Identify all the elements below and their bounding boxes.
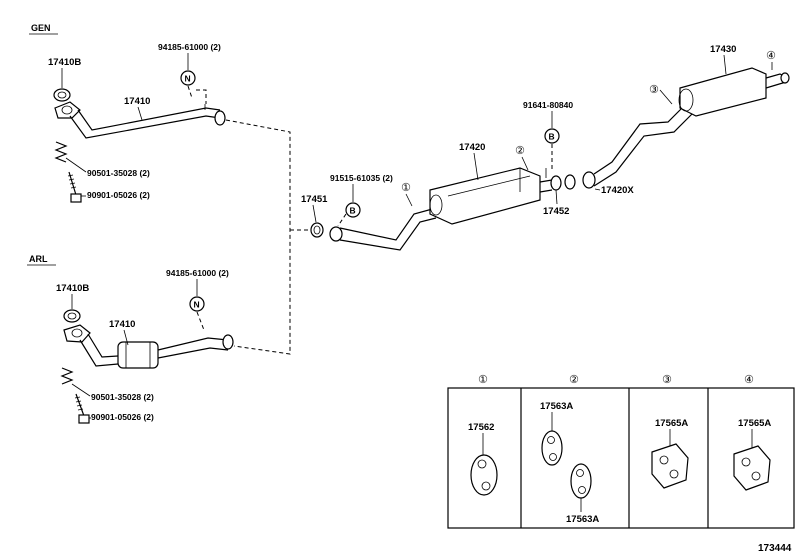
marker-2: ② <box>515 145 525 157</box>
section-label-gen: GEN <box>29 23 58 35</box>
marker-1: ① <box>401 182 411 194</box>
tail-pipe-17420x-icon <box>582 103 695 189</box>
gasket-17410b-gen-icon <box>53 88 71 102</box>
svg-text:N: N <box>185 74 191 84</box>
label-17430: 17430 <box>710 44 736 55</box>
hanger-marker-3: ③ <box>662 374 672 386</box>
label-90501-arl: 90501-35028 (2) <box>91 392 154 402</box>
gasket-17452-icon <box>564 174 576 190</box>
label-17565a-4: 17565A <box>738 418 771 429</box>
label-94185-arl: 94185-61000 (2) <box>166 268 229 278</box>
front-pipe-17410-arl-icon <box>79 333 234 369</box>
hanger-17563a-bottom-icon <box>570 463 592 499</box>
label-90501-gen: 90501-35028 (2) <box>87 168 150 178</box>
gen-front-pipe-assembly: N 17410B 17410 94185-61000 (2) 90501-350… <box>48 42 226 203</box>
svg-text:ARL: ARL <box>29 254 48 264</box>
label-17563a-top: 17563A <box>540 401 573 412</box>
tail-pipe-assembly: 17420X 17430 <box>582 44 790 196</box>
manifold-flange-arl-icon <box>63 324 91 343</box>
label-90901-gen: 90901-05026 (2) <box>87 190 150 200</box>
nut-symbol-n-arl: N <box>189 296 205 331</box>
label-17565a-3: 17565A <box>655 418 688 429</box>
svg-text:GEN: GEN <box>31 23 51 33</box>
spring-90501-gen-icon <box>54 141 68 163</box>
label-17420: 17420 <box>459 142 485 153</box>
hanger-17565a-4-icon <box>733 445 771 491</box>
label-17452: 17452 <box>543 206 569 217</box>
bolt-90901-arl-icon <box>74 393 90 424</box>
bolt-90901-gen-icon <box>67 171 82 203</box>
center-pipe-assembly: B B 17451 91515-61035 (2) 17420 91641-80… <box>301 100 576 251</box>
gasket-17451-icon <box>310 222 324 238</box>
label-17410b-gen: 17410B <box>48 57 81 68</box>
label-17420x: 17420X <box>601 185 634 196</box>
hanger-marker-4: ④ <box>744 374 754 386</box>
spring-90501-arl-icon <box>60 367 74 385</box>
label-91641: 91641-80840 <box>523 100 573 110</box>
label-90901-arl: 90901-05026 (2) <box>91 412 154 422</box>
label-17410-arl: 17410 <box>109 319 135 330</box>
hanger-17562-icon <box>470 454 498 496</box>
section-label-arl: ARL <box>27 254 56 266</box>
arl-front-pipe-assembly: N 17410B 17410 94185-61000 (2) 90501-350… <box>56 268 234 424</box>
label-17451: 17451 <box>301 194 328 205</box>
label-91515: 91515-61035 (2) <box>330 173 393 183</box>
center-pipe-icon <box>329 207 437 251</box>
manifold-flange-gen-icon <box>54 101 81 119</box>
muffler-17420-icon <box>429 167 541 225</box>
gasket-17410b-arl-icon <box>63 309 81 323</box>
svg-text:B: B <box>350 206 356 216</box>
muffler-outlet-icon <box>539 168 562 193</box>
label-17410b-arl: 17410B <box>56 283 89 294</box>
label-17562: 17562 <box>468 422 494 433</box>
hanger-marker-1: ① <box>478 374 488 386</box>
bolt-symbol-b-center: B <box>337 202 361 227</box>
front-pipe-17410-gen-icon <box>69 104 226 139</box>
tail-muffler-17430-icon <box>678 67 790 117</box>
figure-number: 173444 <box>758 543 792 554</box>
label-17410-gen: 17410 <box>124 96 150 107</box>
hanger-detail-table: ① ② ③ ④ 17562 17563A 17563A <box>447 374 795 529</box>
marker-3: ③ <box>649 84 659 96</box>
hanger-17565a-3-icon <box>651 443 689 489</box>
bolt-symbol-b-muffler: B <box>544 128 560 172</box>
assembly-connector-dashed <box>225 119 312 355</box>
label-17563a-bottom: 17563A <box>566 514 599 525</box>
hanger-marker-2: ② <box>569 374 579 386</box>
marker-4: ④ <box>766 50 776 62</box>
hanger-17563a-top-icon <box>541 430 563 466</box>
svg-text:N: N <box>194 300 200 310</box>
nut-symbol-n-gen: N <box>180 70 207 104</box>
svg-text:B: B <box>549 132 555 142</box>
label-94185-gen: 94185-61000 (2) <box>158 42 221 52</box>
